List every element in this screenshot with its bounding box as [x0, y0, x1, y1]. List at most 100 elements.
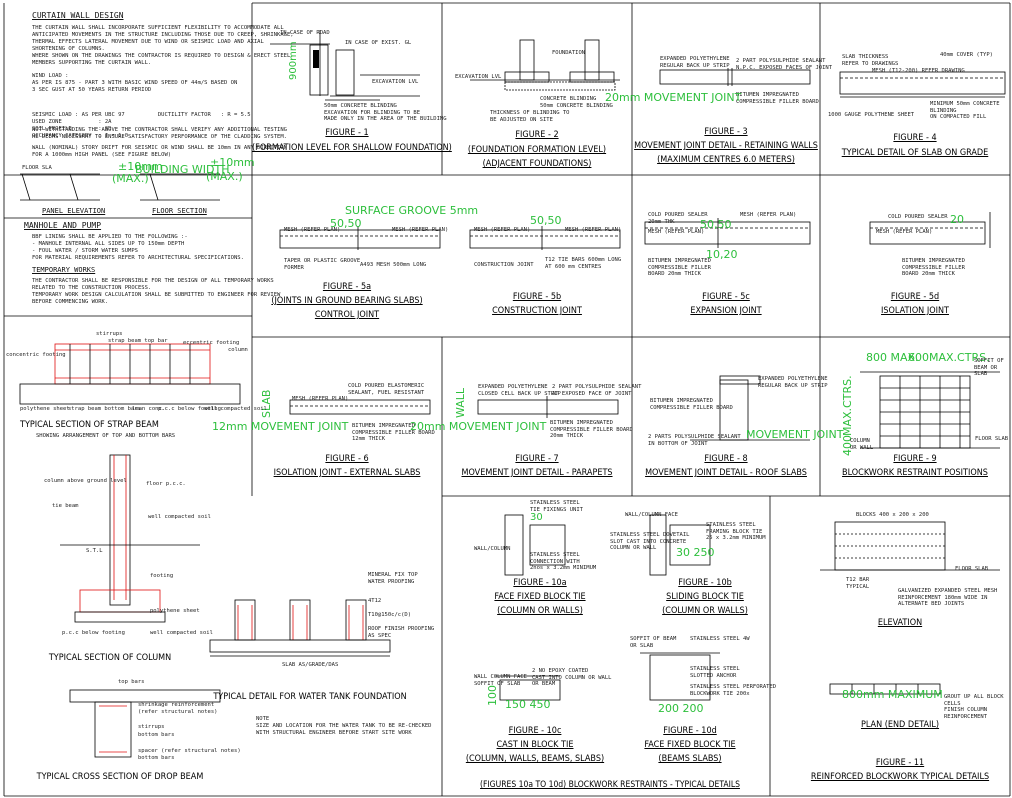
strap-beam-sketch: [19, 343, 241, 405]
fig10b-subtitle: SLIDING BLOCK TIE: [666, 592, 744, 602]
fig11-plan-label: PLAN (END DETAIL): [860, 720, 940, 730]
fig5a-green-groove: SURFACE GROOVE 5mm: [345, 204, 479, 217]
fig10c-subtitle: CAST IN BLOCK TIE: [496, 740, 574, 750]
figure-1-sketch: [270, 30, 420, 101]
panel-elevation-label: PANEL ELEVATION: [42, 207, 106, 215]
drop-label-top-bars: top bars: [118, 679, 145, 685]
fig2-subtitle: (FOUNDATION FORMATION LEVEL): [467, 145, 607, 155]
fig6-green-joint: 12mm MOVEMENT JOINT: [212, 420, 349, 433]
col-label-above-ground: column above ground level: [44, 478, 127, 484]
fig6-title: FIGURE - 6: [325, 454, 369, 464]
strap-label-top-bar: strap beam top bar: [108, 338, 168, 344]
fig5a-subtitle: (JOINTS IN GROUND BEARING SLABS): [271, 296, 423, 306]
figure-9-blockwork: [860, 371, 1000, 449]
notes-paragraph-5: WALL (NOMINAL) STORY DRIFT FOR SEISMIC O…: [32, 145, 287, 158]
fig5c-green-dims-2: 10,20: [706, 248, 738, 261]
floor-section-label: FLOOR SECTION: [152, 207, 207, 215]
water-tank-sketch: [209, 599, 391, 657]
strap-label-soil: well compacted soil: [204, 406, 267, 412]
notes-paragraph-4: NOT WITHSTANDING THE ABOVE THE CONTRACTO…: [32, 127, 287, 140]
fig10d-subtitle-2: (BEAMS SLABS): [658, 754, 722, 764]
floor-sla-label: FLOOR SLA: [22, 165, 52, 171]
fig4-subtitle: TYPICAL DETAIL OF SLAB ON GRADE: [841, 148, 989, 158]
col-label-floor-pcc: floor p.c.c.: [146, 481, 186, 487]
fig1-label-exist-gl: IN CASE OF EXIST. GL: [345, 40, 412, 46]
drift-label-green-3: BUILDING WIDTH: [135, 163, 230, 176]
strap-label-polythene: polythene sheet: [20, 406, 70, 412]
drop-beam-sketch: [69, 689, 221, 758]
fig7-green-wall: WALL: [454, 387, 467, 418]
col-label-footing: footing: [150, 573, 174, 579]
col-label-compacted: well compacted soil: [148, 514, 211, 520]
fig10c-green-100: 100: [486, 685, 499, 706]
fig10b-label-wall: WALL/COLUMN FACE: [625, 512, 678, 518]
tank-title: TYPICAL DETAIL FOR WATER TANK FOUNDATION: [213, 692, 407, 702]
fig11-subtitle: REINFORCED BLOCKWORK TYPICAL DETAILS: [810, 772, 990, 782]
drop-label-spacer: spacer (refer structural notes)bottom ba…: [138, 748, 241, 761]
fig1-label-road: IN CASE OF ROAD: [280, 30, 330, 36]
fig10a-title: FIGURE - 10a: [513, 578, 567, 588]
fig10b-green-dims: 30 250: [676, 546, 715, 559]
fig5a-label-mesh-right: MESH (REFER PLAN): [392, 227, 449, 233]
strap-label-eccentric: eccentric footing: [183, 340, 240, 346]
fig11-label-floor: FLOOR SLAB: [955, 566, 989, 572]
fig5b-label-mesh-left: MESH (REFER PLAN): [474, 227, 531, 233]
figure-10-sketches: [495, 514, 720, 701]
fig3-title: FIGURE - 3: [704, 127, 748, 137]
fig10c-title: FIGURE - 10c: [508, 726, 562, 736]
fig5c-title: FIGURE - 5c: [702, 292, 750, 302]
fig5d-title: FIGURE - 5d: [890, 292, 940, 302]
fig5d-label-mesh: MESH (REFER PLAN): [876, 229, 933, 235]
fig3-subtitle: MOVEMENT JOINT DETAIL - RETAINING WALLS: [634, 141, 818, 151]
fig8-green-joint: MOVEMENT JOINT: [746, 428, 844, 441]
fig5c-label-mesh-left: MESH (REFER PLAN): [648, 229, 705, 235]
tank-label-slab: SLAB AS/GRADE/DAS: [282, 662, 339, 668]
fig10b-title: FIGURE - 10b: [678, 578, 732, 588]
fig2-label-excavation: EXCAVATION LVL: [455, 74, 502, 80]
fig9-green-max-ctrs: MAX.CTRS.: [841, 375, 854, 436]
manhole-heading: MANHOLE AND PUMP: [24, 221, 102, 230]
fig11-elevation-label: ELEVATION: [877, 618, 923, 628]
figure-5-sketches: [279, 212, 991, 250]
fig8-subtitle: MOVEMENT JOINT DETAIL - ROOF SLABS: [645, 468, 807, 478]
panel-grid: [3, 2, 1011, 797]
fig9-label-floor: FLOOR SLAB: [975, 436, 1009, 442]
notes-paragraph-1: THE CURTAIN WALL SHALL INCORPORATE SUFFI…: [32, 25, 294, 66]
strap-subtitle: SHOWING ARRANGEMENT OF TOP AND BOTTOM BA…: [36, 433, 176, 439]
fig1-label-excavation: EXCAVATION LVL: [372, 79, 419, 85]
fig3-green-joint: 20mm MOVEMENT JOINT: [605, 91, 742, 104]
fig9-green-600: 600MAX.CTRS.: [908, 351, 990, 364]
strap-label-column: column: [228, 347, 248, 353]
fig10c-subtitle-2: (COLUMN, WALLS, BEAMS, SLABS): [465, 754, 605, 764]
fig5b-green-dims: 50,50: [530, 214, 562, 227]
fig10a-green-30: 30: [530, 512, 543, 523]
temporary-works-heading: TEMPORARY WORKS: [32, 266, 96, 274]
fig11-title: FIGURE - 11: [875, 758, 925, 768]
drift-sketch: [20, 173, 220, 201]
fig5a-green-dims: 50,50: [330, 217, 362, 230]
fig4-label-mesh: MESH (T12-200) REFER DRAWING: [872, 68, 965, 74]
fig5b-subtitle: CONSTRUCTION JOINT: [492, 306, 582, 316]
drift-label-green-2: (MAX.): [112, 172, 149, 185]
drop-label-shrinkage: shrinkage reinforcement(refer structural…: [138, 702, 218, 715]
fig10c-green-dims: 150 450: [505, 698, 551, 711]
col-label-tie-beam: tie beam: [52, 503, 79, 509]
col-label-soil: well compacted soil: [150, 630, 213, 636]
